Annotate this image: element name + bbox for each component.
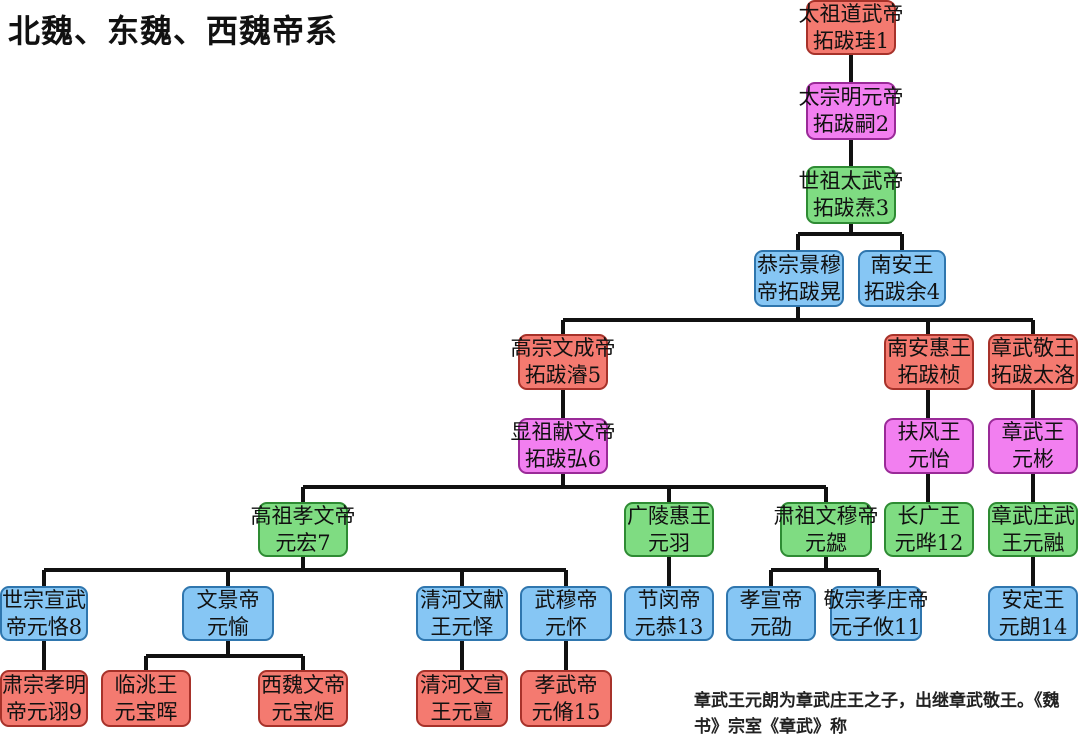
node-guangling-huiwang: 广陵惠王元羽: [624, 502, 714, 557]
node-lintao-wang: 临洮王元宝晖: [101, 670, 191, 727]
node-taizu-daowudi: 太祖道武帝拓跋珪1: [799, 0, 904, 55]
node-xiaoxuandi: 孝宣帝元劭: [726, 586, 816, 641]
node-jingzong-xiaozhuangdi: 敬宗孝庄帝元子攸11: [824, 586, 929, 641]
node-xianzu-xianwendi: 显祖献文帝拓跋弘6: [511, 418, 616, 474]
node-fufeng-wang: 扶风王元怡: [884, 418, 974, 474]
node-shizong-xuanwudi: 世宗宣武帝元恪8: [0, 586, 88, 641]
node-gongzong-jingmudi: 恭宗景穆帝拓跋晃: [754, 250, 844, 307]
node-zhangwu-jingwang: 章武敬王拓跋太洛: [988, 334, 1078, 390]
node-gaozu-xiaowendi: 高祖孝文帝元宏7: [251, 502, 356, 557]
node-xiaowudi: 孝武帝元脩15: [520, 670, 612, 727]
node-anding-wang: 安定王元朗14: [988, 586, 1078, 641]
node-jieminbdi: 节闵帝元恭13: [624, 586, 714, 641]
node-xiwei-wendi: 西魏文帝元宝炬: [258, 670, 348, 727]
node-qinghe-wenxuanwang: 清河文宣王元亶: [416, 670, 508, 727]
node-taizong-mingyuandi: 太宗明元帝拓跋嗣2: [799, 82, 904, 140]
node-nanan-huiwang: 南安惠王拓跋桢: [884, 334, 974, 390]
node-wenjingdi: 文景帝元愉: [182, 586, 274, 641]
node-wumudi: 武穆帝元怀: [520, 586, 612, 641]
node-suzong-xiaomingdi: 肃宗孝明帝元诩9: [0, 670, 88, 727]
node-zhangwu-zhuangwuwang: 章武庄武王元融: [988, 502, 1078, 557]
node-gaozong-wenchengdi: 高宗文成帝拓跋濬5: [511, 334, 616, 390]
node-changguang-wang: 长广王元晔12: [884, 502, 974, 557]
node-suzu-wenmudi: 肃祖文穆帝元勰: [774, 502, 879, 557]
node-shizu-taiwudi: 世祖太武帝拓跋焘3: [799, 166, 904, 224]
diagram-title: 北魏、东魏、西魏帝系: [8, 12, 339, 50]
node-qinghe-wenxianwang: 清河文献王元怿: [416, 586, 508, 641]
footnote-text: 章武王元朗为章武庄王之子，出继章武敬王。《魏书》宗室《章武》称: [694, 691, 1060, 737]
node-zhangwu-wang: 章武王元彬: [988, 418, 1078, 474]
node-nanan-wang: 南安王拓跋余4: [858, 250, 946, 307]
